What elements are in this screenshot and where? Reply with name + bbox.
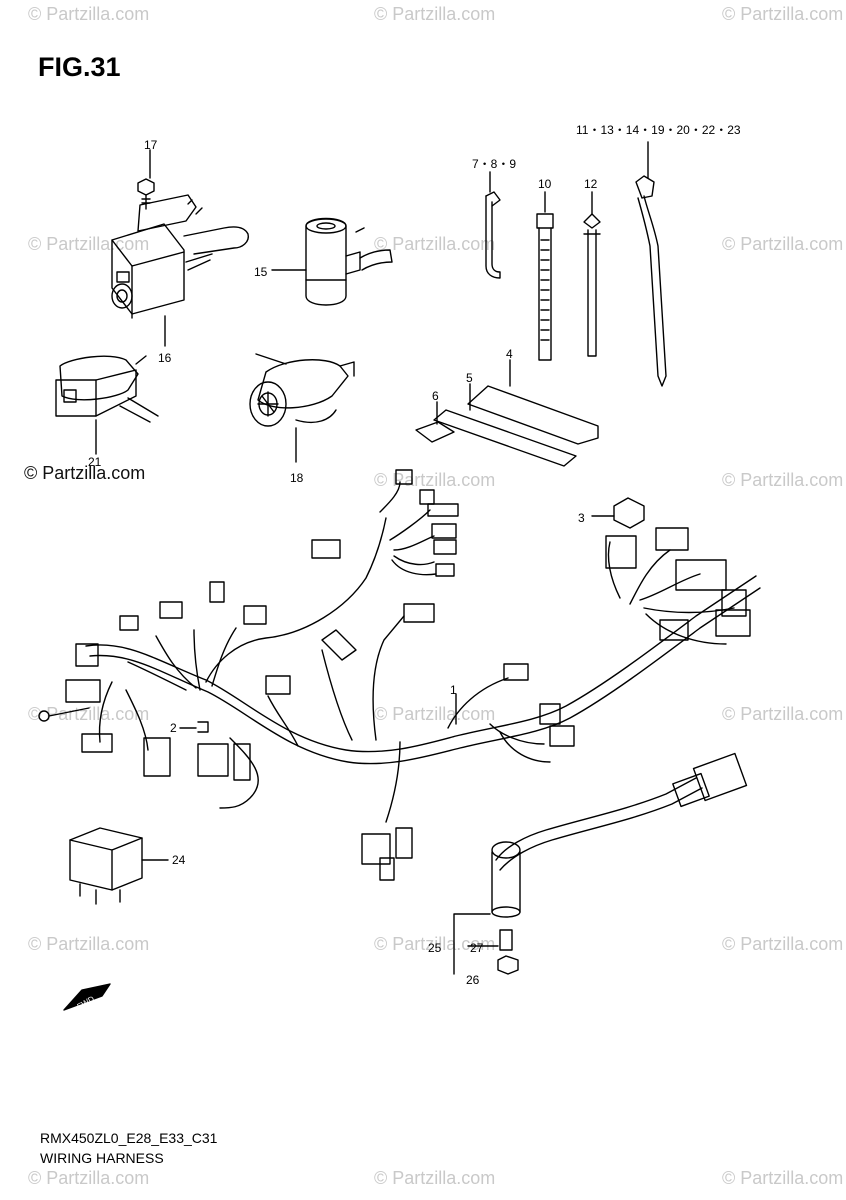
callout-6: 6 (432, 389, 439, 403)
part-26-nut[interactable] (497, 955, 519, 975)
forward-arrow-icon (63, 983, 111, 1011)
model-code: RMX450ZL0_E28_E33_C31 (40, 1130, 218, 1146)
part-4-pad[interactable] (467, 359, 599, 445)
part-11-long-tie[interactable] (635, 141, 667, 387)
watermark: © Partzilla.com (374, 470, 496, 490)
callout-1: 1 (450, 683, 457, 697)
part-24-relay[interactable] (69, 827, 169, 905)
watermark: © Partzilla.com (28, 934, 150, 954)
callout-2: 2 (170, 721, 177, 735)
part-17-bolt[interactable] (137, 149, 155, 210)
part-5-pad[interactable] (433, 383, 577, 467)
part-1-wiring-harness[interactable] (38, 469, 761, 881)
callout-17: 17 (144, 138, 158, 152)
section-title: WIRING HARNESS (40, 1150, 164, 1166)
callout-26: 26 (466, 973, 480, 987)
part-18-switch[interactable] (249, 353, 355, 463)
part-3-cap[interactable] (591, 497, 645, 529)
callout-4: 4 (506, 347, 513, 361)
part-12-clip-tie[interactable] (583, 191, 601, 357)
watermark: © Partzilla.com (374, 4, 496, 24)
callout-12: 12 (584, 177, 598, 191)
watermark: © Partzilla.com (722, 470, 844, 490)
watermark: © Partzilla.com (722, 704, 844, 724)
callout-10: 10 (538, 177, 552, 191)
watermark: © Partzilla.com (722, 234, 844, 254)
part-7-8-9-clamp[interactable] (485, 171, 501, 279)
watermark: © Partzilla.com (722, 1168, 844, 1188)
watermark: © Partzilla.com (374, 704, 496, 724)
part-10-cable-tie[interactable] (536, 191, 554, 361)
part-21-switch[interactable] (55, 355, 159, 455)
watermark: © Partzilla.com (722, 934, 844, 954)
part-6-pad[interactable] (415, 401, 455, 443)
callout-15: 15 (254, 265, 268, 279)
part-15-horn[interactable] (271, 217, 393, 306)
watermark: © Partzilla.com (374, 934, 496, 954)
callout-3: 3 (578, 511, 585, 525)
callout-11: 11・13・14・19・20・22・23 (576, 123, 741, 137)
part-16-switch[interactable] (111, 194, 249, 347)
watermark: © Partzilla.com (28, 1168, 150, 1188)
callout-24: 24 (172, 853, 186, 867)
part-2-clip[interactable] (179, 721, 209, 733)
part-25-plug-cap[interactable] (491, 752, 748, 918)
watermark: © Partzilla.com (374, 1168, 496, 1188)
callout-leader (453, 913, 499, 975)
watermark: © Partzilla.com (28, 4, 150, 24)
watermark: © Partzilla.com (374, 234, 496, 254)
watermark: © Partzilla.com (28, 704, 150, 724)
callout-18: 18 (290, 471, 304, 485)
callout-5: 5 (466, 371, 473, 385)
callout-16: 16 (158, 351, 172, 365)
part-27-terminal[interactable] (499, 929, 513, 951)
callout-21: 21 (88, 455, 102, 469)
figure-label: FIG.31 (38, 52, 121, 82)
callout-7-8-9: 7・8・9 (472, 157, 516, 171)
callout-25: 25 (428, 941, 442, 955)
callout-27: 27 (470, 941, 484, 955)
watermark: © Partzilla.com (722, 4, 844, 24)
credit-text: © Partzilla.com (24, 463, 146, 483)
